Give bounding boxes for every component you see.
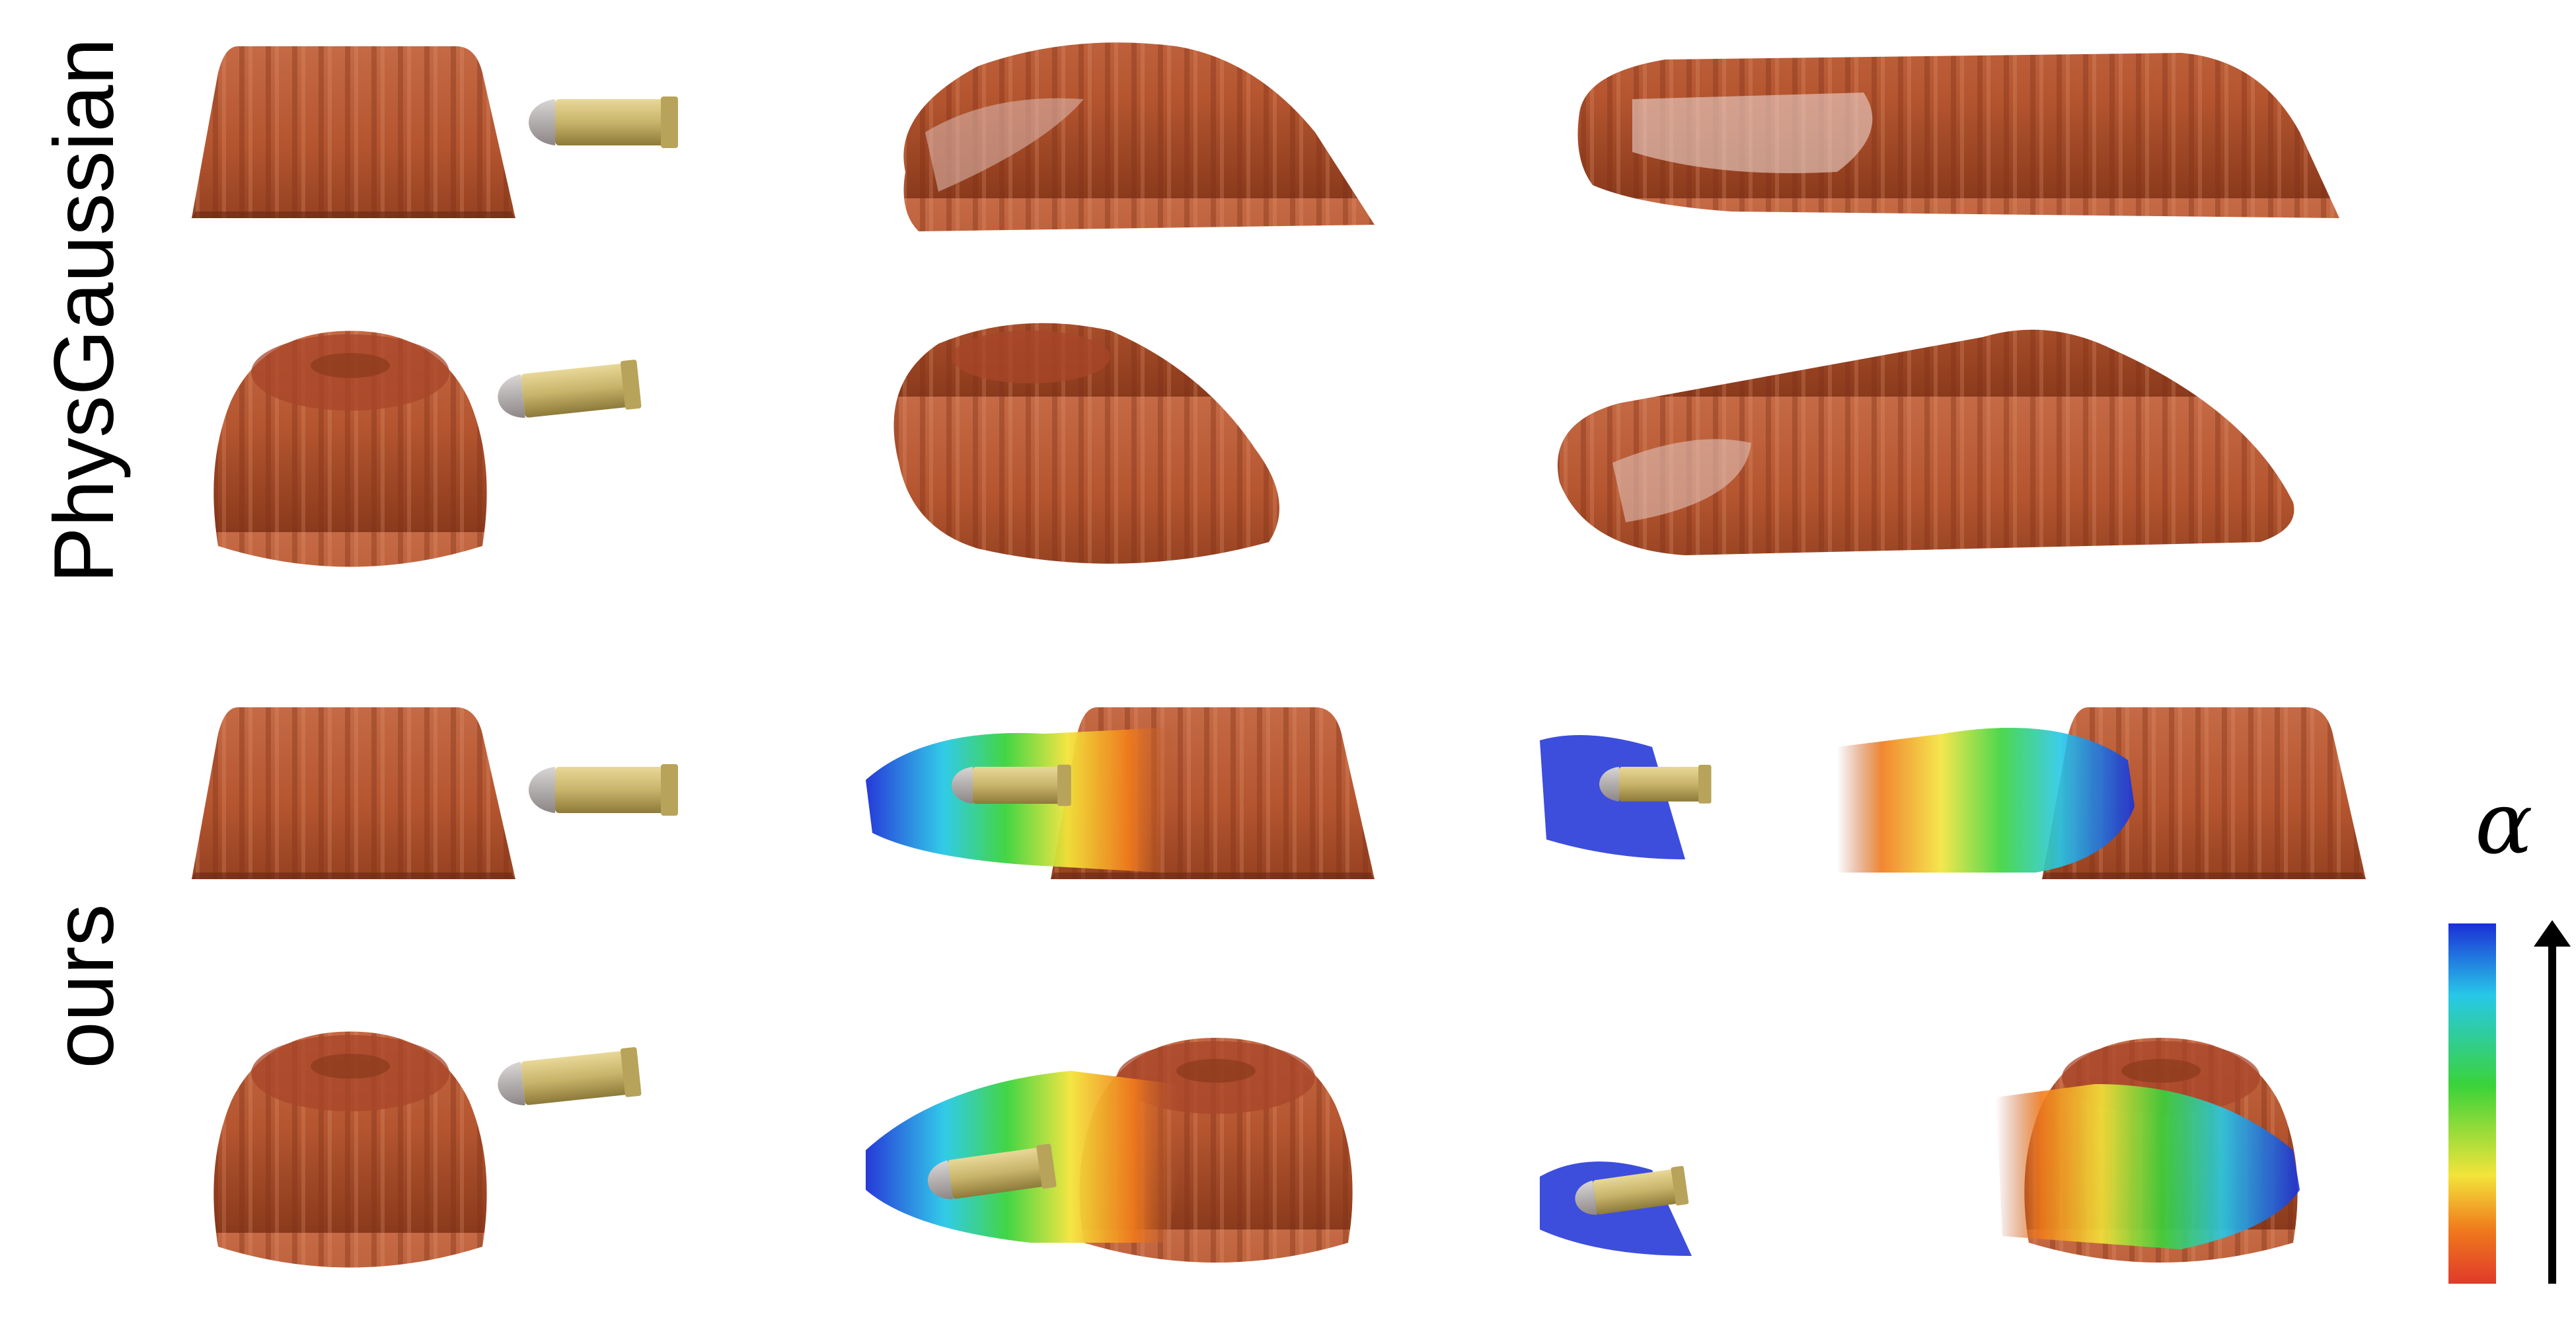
physgaussian-row1-frame2 [903, 42, 1375, 232]
ours-row4-frame2 [866, 1038, 1353, 1263]
ours-row3-frame2 [866, 707, 1375, 879]
ours-row3-frame1 [192, 707, 678, 879]
ours-row4-frame3 [1540, 1038, 2300, 1263]
ours-row3-frame3 [1540, 707, 2366, 879]
alpha-colorbar [2448, 923, 2496, 1284]
ours-row4-frame1 [213, 1031, 642, 1268]
physgaussian-row2-frame3 [1557, 329, 2294, 555]
physgaussian-row1-frame1 [192, 46, 678, 218]
up-arrow-icon [2534, 920, 2571, 1284]
physgaussian-row2-frame1 [213, 331, 642, 567]
alpha-symbol: α [2475, 773, 2533, 873]
physgaussian-row1-frame3 [1577, 53, 2339, 218]
physgaussian-row2-frame2 [893, 323, 1279, 564]
